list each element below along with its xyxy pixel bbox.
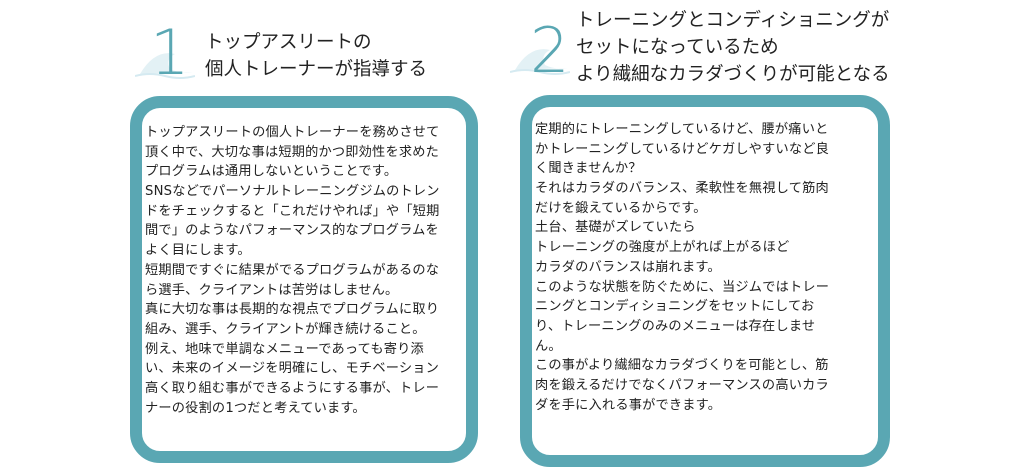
section-number: 1: [150, 16, 190, 89]
body-line: ダを手に入れる事ができます。: [535, 397, 722, 413]
body-line: 定期的にトレーニングしているけど、腰が痛いと: [535, 122, 829, 137]
section-body: トップアスリートの個人トレーナーを務めさせて頂く中で、大切な事は短期的かつ即効性…: [145, 123, 440, 418]
body-line: く聞きませんか？: [535, 161, 642, 177]
body-line: この事がより繊細なカラダづくりを可能とし、筋: [535, 358, 829, 374]
body-line: トップアスリートの個人トレーナーを務めさせて: [145, 125, 440, 140]
body-line: い、未来のイメージを明確にし、モチベーション: [145, 361, 439, 377]
body-line: 例え、地味で単調なメニューであっても寄り添: [145, 341, 424, 357]
title-line: トップアスリートの: [205, 32, 372, 53]
body-line: ら選手、クライアントは苦労はしません。: [145, 282, 399, 298]
section-body: 定期的にトレーニングしているけど、腰が痛いとかトレーニングしているけどケガしやす…: [535, 120, 829, 415]
body-line: トレーニングの強度が上がれば上がるほど: [535, 240, 790, 256]
body-line: このような状態を防ぐために、当ジムではトレー: [535, 279, 830, 295]
body-line: 肉を鍛えるだけでなくパフォーマンスの高いカラ: [535, 377, 829, 393]
body-line: 組み、選手、クライアントが輝き続けること。: [145, 321, 426, 337]
body-line: ナーの役割の1つだと考えています。: [145, 400, 366, 416]
body-line: 短期間ですぐに結果がでるプログラムがあるのな: [145, 262, 440, 278]
body-line: かトレーニングしているけどケガしやすいなど良: [535, 141, 829, 157]
body-line: 頂く中で、大切な事は短期的かつ即効性を求めた: [145, 144, 439, 160]
title-line: セットになっているため: [576, 37, 779, 58]
title-line: トレーニングとコンディショニングが: [576, 10, 890, 31]
body-line: プログラムは通用しないということです。: [145, 164, 398, 180]
section-title: トレーニングとコンディショニングが セットになっているため より繊細なカラダづく…: [576, 7, 890, 88]
body-line: カラダのバランスは崩れます。: [535, 259, 721, 275]
body-line: ニングとコンディショニングをセットにしてお: [535, 299, 815, 315]
body-line: それはカラダのバランス、柔軟性を無視して筋肉: [535, 181, 829, 197]
body-line: ドをチェックすると「これだけやれば」や「短期: [145, 203, 440, 219]
body-line: 間で」のようなパフォーマンス的なプログラムを: [145, 223, 439, 239]
body-line: SNSなどでパーソナルトレーニングジムのトレン: [145, 184, 440, 200]
section-number: 2: [530, 14, 570, 87]
body-line: り、トレーニングのみのメニューは存在しませ: [535, 318, 816, 334]
wave-icon: [510, 49, 570, 75]
body-line: よく目にします。: [145, 243, 251, 259]
body-line: 真に大切な事は長期的な視点でプログラムに取り: [145, 302, 440, 318]
section-title: トップアスリートの 個人トレーナーが指導する: [205, 29, 427, 83]
title-line: より繊細なカラダづくりが可能となる: [576, 64, 890, 85]
body-line: ん。: [535, 338, 562, 354]
content-card: [130, 96, 478, 463]
title-line: 個人トレーナーが指導する: [205, 59, 428, 80]
content-card: [520, 95, 890, 467]
wave-icon: [135, 53, 195, 79]
body-line: 高く取り組む事ができるようにする事が、トレー: [145, 380, 440, 396]
body-line: だけを鍛えているからです。: [535, 200, 707, 216]
body-line: 土台、基礎がズレていたら: [535, 220, 696, 236]
